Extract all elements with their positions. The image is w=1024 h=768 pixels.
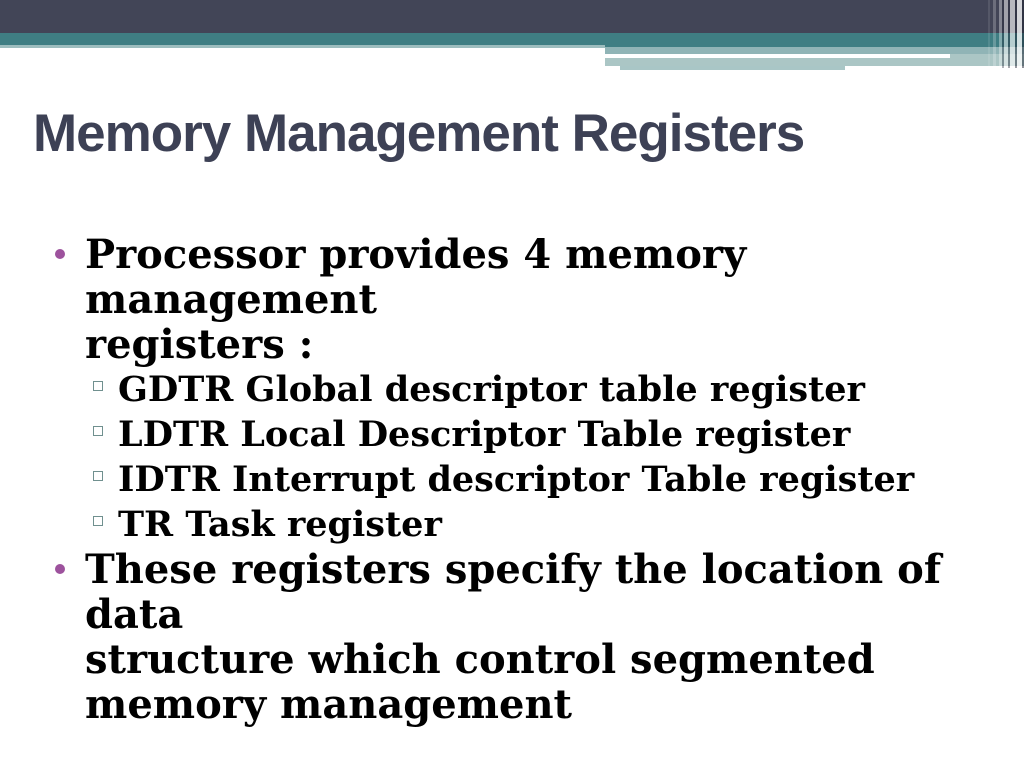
bullet-text: These registers specify the location of …: [85, 546, 942, 728]
sub-bullet-item: LDTR Local Descriptor Table register: [0, 412, 1000, 457]
bullet-marker: [55, 232, 85, 259]
square-bullet-icon: [93, 381, 103, 391]
sub-bullet-marker: [93, 457, 118, 481]
corner-pinstripes-decoration: [988, 0, 1024, 68]
square-bullet-icon: [93, 426, 103, 436]
bullet-text: Processor provides 4 memory management r…: [85, 231, 747, 368]
bullet-item: These registers specify the location of …: [0, 547, 1000, 727]
sub-bullet-marker: [93, 367, 118, 391]
sub-bullet-item: GDTR Global descriptor table register: [0, 367, 1000, 412]
sub-bullet-text: IDTR Interrupt descriptor Table register: [118, 459, 915, 500]
header-bar-teal: [0, 33, 1024, 45]
sub-bullet-item: IDTR Interrupt descriptor Table register: [0, 457, 1000, 502]
sub-bullet-item: TR Task register: [0, 502, 1000, 547]
header-teal-extension: [605, 45, 1024, 47]
header-white-line: [605, 54, 950, 58]
header-bar-dark: [0, 0, 1024, 33]
header-band-light: [605, 58, 1024, 66]
sub-bullet-marker: [93, 502, 118, 526]
slide-title: Memory Management Registers: [33, 104, 805, 163]
header-band-tail: [620, 66, 845, 70]
sub-bullet-text: LDTR Local Descriptor Table register: [118, 414, 851, 455]
bullet-marker: [55, 547, 85, 574]
header-band-right: [950, 54, 1024, 58]
header-band-left: [0, 45, 605, 48]
bullet-dot-icon: [55, 564, 65, 574]
sub-bullet-marker: [93, 412, 118, 436]
header-band-mid: [605, 47, 1024, 54]
bullet-item: Processor provides 4 memory management r…: [0, 232, 1000, 367]
sub-bullet-text: GDTR Global descriptor table register: [118, 369, 865, 410]
square-bullet-icon: [93, 471, 103, 481]
bullet-dot-icon: [55, 249, 65, 259]
sub-bullet-text: TR Task register: [118, 504, 442, 545]
square-bullet-icon: [93, 516, 103, 526]
bullet-list: Processor provides 4 memory management r…: [0, 232, 1000, 727]
